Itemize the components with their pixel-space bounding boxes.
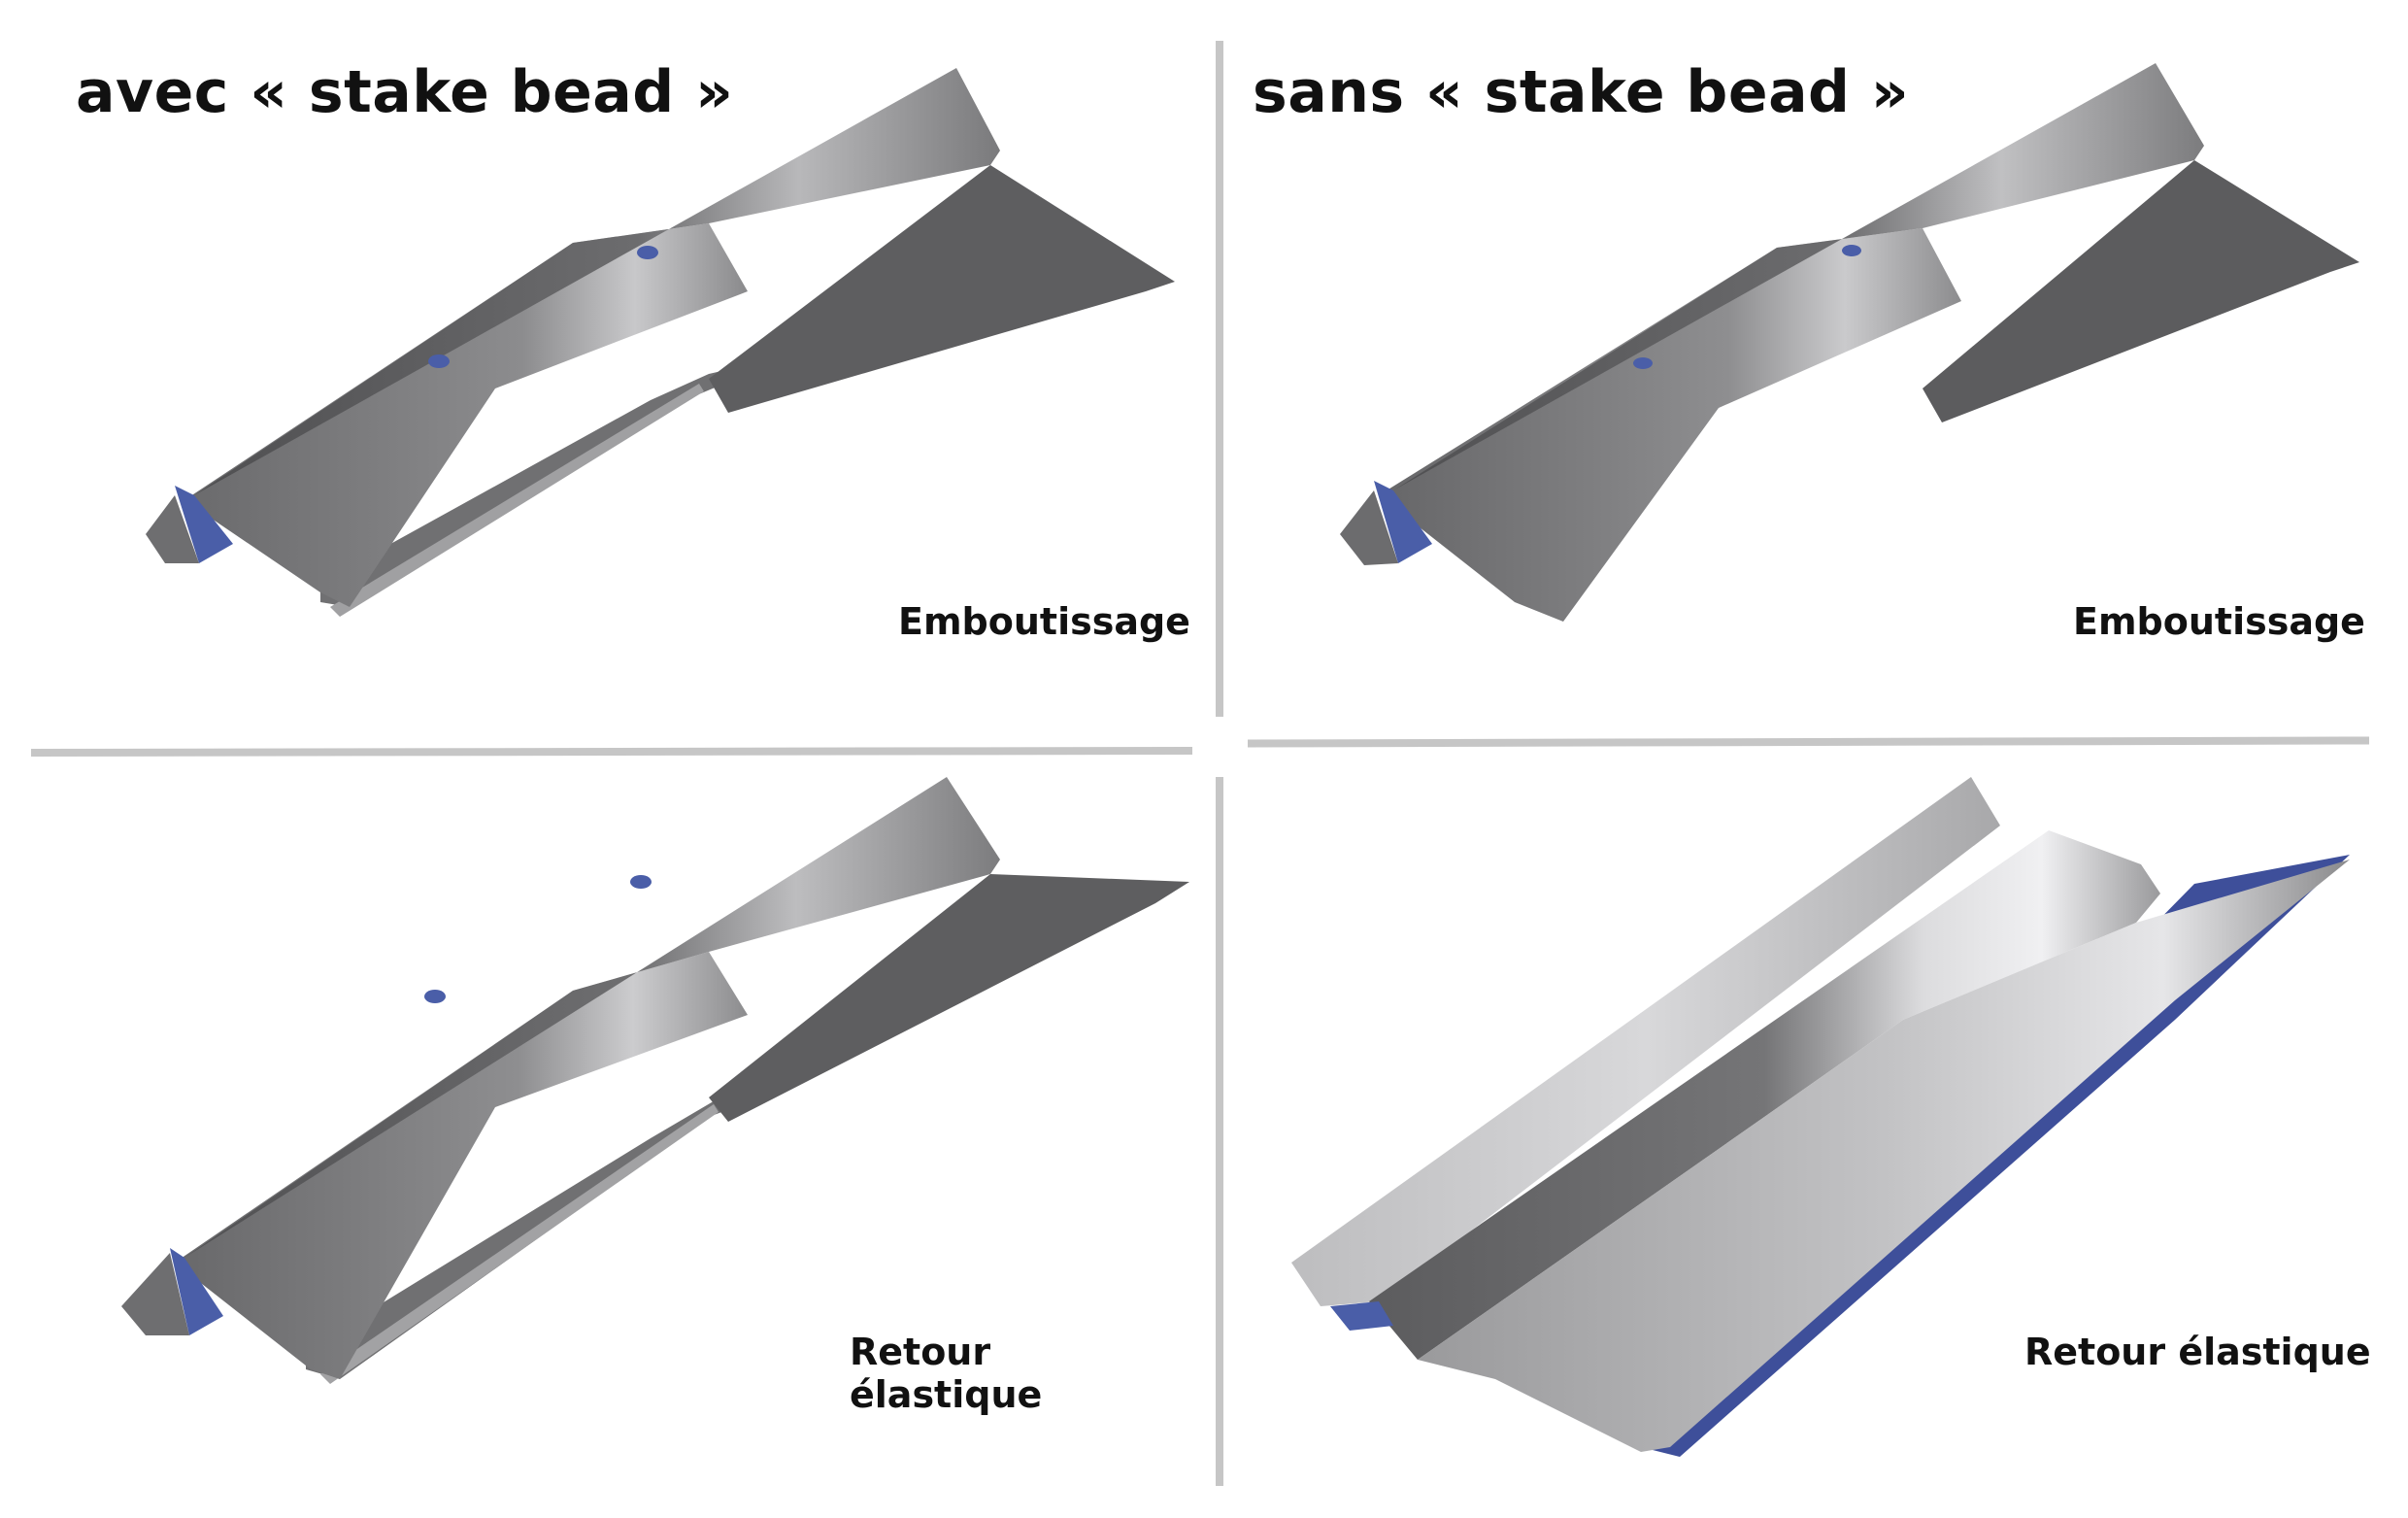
hole-lower	[1615, 991, 1634, 1002]
caption-springback: Retour élastique	[2024, 1331, 2371, 1373]
vertical-divider-bottom	[1216, 777, 1223, 1486]
hole-lower	[1633, 357, 1653, 369]
panel-with-bead-stamping: avec « stake bead » Emboutissage	[29, 39, 1194, 719]
right-flange	[709, 874, 1189, 1122]
caption-stamping: Emboutissage	[2073, 600, 2365, 643]
left-flange	[1340, 490, 1398, 565]
side-wall	[1379, 228, 1961, 622]
right-flange	[709, 165, 1175, 413]
panel-without-bead-stamping: sans « stake bead » Emboutissage	[1223, 39, 2389, 719]
caption-springback: Retour élastique	[850, 1331, 1043, 1416]
top-plate	[184, 777, 1000, 1258]
inner-face-left	[1330, 1301, 1393, 1331]
hole-upper	[1798, 875, 1820, 889]
hat-profile-without-bead-springback-twisted	[1291, 777, 2350, 1457]
heading-with-bead: avec « stake bead »	[76, 58, 734, 126]
vertical-divider-top	[1216, 41, 1223, 717]
hat-profile-without-bead-stamped	[1340, 63, 2359, 622]
right-flange	[1923, 160, 2359, 422]
top-plate	[194, 68, 1000, 495]
hat-profile-with-bead-stamped	[146, 68, 1175, 617]
top-plate	[1393, 63, 2204, 490]
back-wall-flared	[1291, 777, 2000, 1306]
hole-lower	[428, 354, 450, 368]
side-wall	[184, 223, 748, 607]
side-wall	[175, 952, 748, 1379]
bead-groove	[320, 1104, 719, 1384]
bead-groove	[330, 384, 704, 617]
hat-profile-with-bead-springback	[121, 777, 1189, 1384]
caption-stamping: Emboutissage	[898, 600, 1190, 643]
left-flange	[121, 1253, 189, 1335]
inner-face	[175, 486, 233, 563]
hole-lower	[424, 990, 446, 1003]
inner-face	[170, 1248, 223, 1335]
horizontal-divider-right	[1247, 736, 2370, 748]
hole-upper	[637, 246, 658, 259]
hole-upper	[630, 875, 652, 889]
horizontal-divider-left	[30, 746, 1193, 758]
panel-without-bead-springback: Retour élastique	[1223, 777, 2389, 1496]
left-flange	[146, 495, 199, 563]
hole-upper	[1842, 245, 1861, 256]
side-wall-twisted	[1418, 860, 2350, 1452]
top-plate	[1369, 830, 2160, 1360]
heading-without-bead: sans « stake bead »	[1253, 58, 1910, 126]
inner-face	[1374, 481, 1432, 563]
panel-with-bead-springback: Retour élastique	[29, 777, 1194, 1496]
